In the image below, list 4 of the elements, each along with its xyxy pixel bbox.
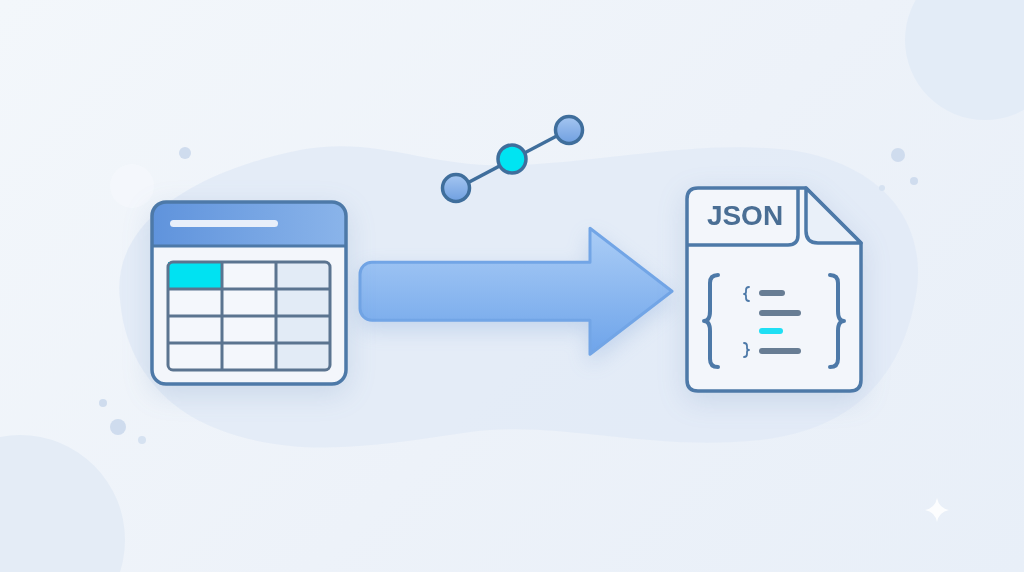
spreadsheet-picture (150, 200, 348, 386)
file-type-label: JSON (705, 199, 785, 233)
block-arrow (358, 226, 674, 356)
json-file-document (684, 185, 864, 394)
